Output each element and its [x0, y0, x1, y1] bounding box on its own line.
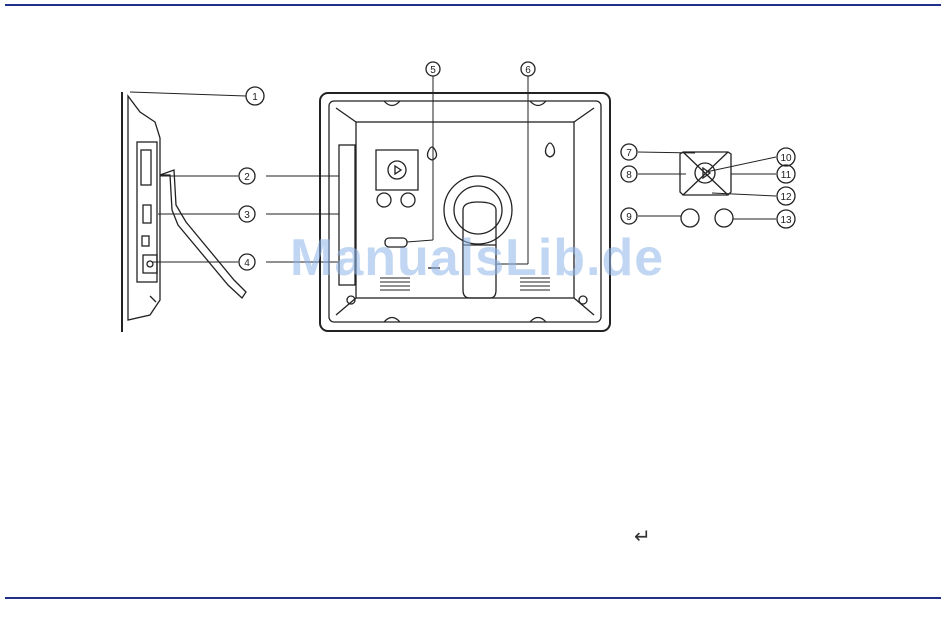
callout-4: 4 — [244, 258, 250, 269]
callout-1: 1 — [252, 92, 258, 103]
side-view — [122, 92, 246, 332]
callout-3: 3 — [244, 210, 250, 221]
callout-7: 7 — [626, 148, 632, 159]
callout-9: 9 — [626, 212, 632, 223]
back-view — [320, 93, 610, 331]
callout-11: 11 — [781, 170, 792, 181]
button-detail — [680, 152, 733, 227]
callout-13: 13 — [780, 215, 792, 226]
callout-2: 2 — [244, 172, 250, 183]
watermark-text: ManualsLib.de — [290, 228, 664, 288]
callout-5: 5 — [430, 65, 436, 76]
callout-6: 6 — [525, 65, 531, 76]
callout-10: 10 — [780, 153, 792, 164]
enter-icon: ↵ — [634, 524, 651, 548]
callout-8: 8 — [626, 170, 632, 181]
callout-12: 12 — [780, 192, 792, 203]
